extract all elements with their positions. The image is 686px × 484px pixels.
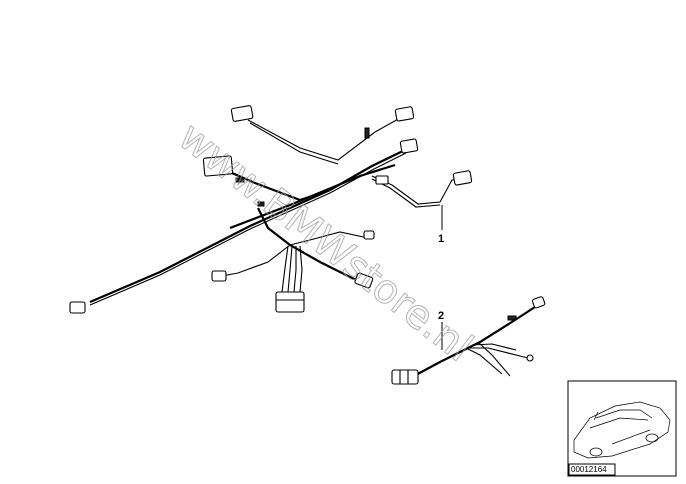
harness-1-connector-fanout bbox=[275, 291, 305, 313]
harness-1-upper-branch bbox=[247, 117, 401, 161]
thumbnail-frame bbox=[567, 380, 677, 477]
harness-2-connector-main bbox=[391, 369, 419, 385]
harness-1-connector-lower-right bbox=[354, 272, 374, 289]
vehicle-thumbnail: 00012164 bbox=[567, 380, 677, 477]
harness-2-connector-top bbox=[531, 296, 546, 309]
harness-1-connector-mid-right bbox=[399, 138, 419, 154]
harness-1-connector-top-left bbox=[230, 105, 254, 122]
harness-1-lower-branch bbox=[257, 207, 363, 284]
harness-1 bbox=[69, 105, 473, 314]
harness-2-main-trunk bbox=[413, 304, 539, 377]
car-silhouette-icon bbox=[573, 401, 671, 459]
harness-1-connector-top-right bbox=[394, 106, 415, 122]
callout-1-label: 1 bbox=[438, 233, 444, 245]
harness-1-right-branch bbox=[371, 175, 460, 205]
thumbnail-code: 00012164 bbox=[571, 465, 607, 474]
harness-1-connector-small-right bbox=[363, 230, 375, 240]
harness-1-connector-lower-left bbox=[211, 270, 227, 282]
harness-1-second-trunk bbox=[229, 163, 396, 230]
harness-2 bbox=[391, 296, 546, 385]
harness-1-connector-bottom-left bbox=[69, 301, 86, 314]
harness-1-main-trunk bbox=[89, 149, 406, 304]
callout-2-label: 2 bbox=[438, 310, 444, 322]
harness-1-connector-far-right bbox=[452, 170, 473, 186]
harness-1-connector-large-left bbox=[202, 155, 234, 177]
